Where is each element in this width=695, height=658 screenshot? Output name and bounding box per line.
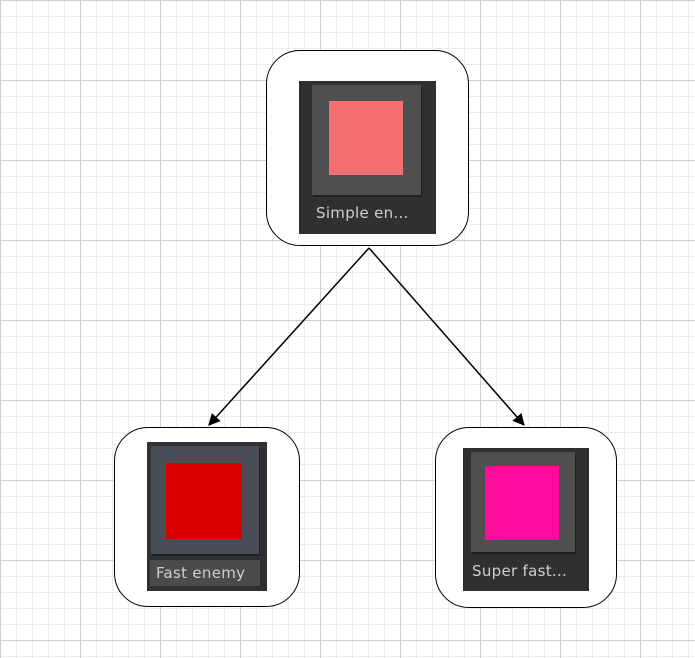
node-thumbnail — [312, 85, 421, 195]
node-fast-enemy[interactable]: Fast enemy — [114, 427, 300, 607]
node-thumbnail — [151, 446, 259, 554]
node-simple-enemy[interactable]: Simple en... — [266, 50, 469, 246]
node-label: Simple en... — [316, 204, 409, 222]
color-swatch — [329, 101, 403, 175]
edge-root-to-left — [208, 247, 370, 426]
node-label: Super fast... — [472, 562, 568, 580]
node-card: Fast enemy — [147, 442, 267, 591]
edge-root-to-right — [368, 247, 525, 426]
node-card: Super fast... — [463, 448, 589, 591]
color-swatch — [485, 466, 559, 540]
node-thumbnail — [471, 452, 575, 552]
node-label-bar: Fast enemy — [150, 560, 260, 586]
node-label: Fast enemy — [156, 564, 246, 582]
node-card: Simple en... — [299, 81, 436, 234]
node-super-fast-enemy[interactable]: Super fast... — [435, 427, 617, 608]
color-swatch — [166, 463, 242, 539]
